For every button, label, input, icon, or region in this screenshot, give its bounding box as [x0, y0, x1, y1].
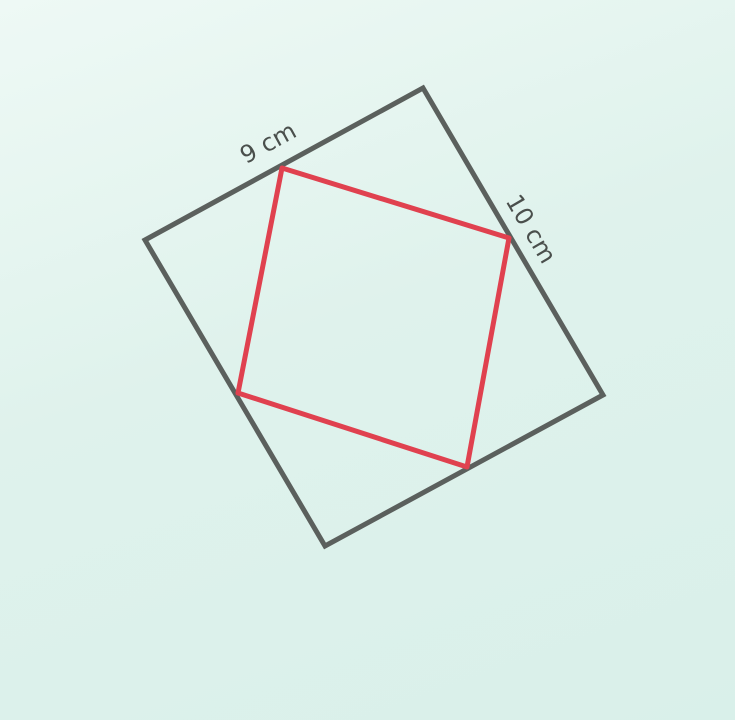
right-side-label: 10 cm [500, 190, 562, 269]
inner-square [235, 165, 512, 470]
outer-square [141, 84, 607, 550]
